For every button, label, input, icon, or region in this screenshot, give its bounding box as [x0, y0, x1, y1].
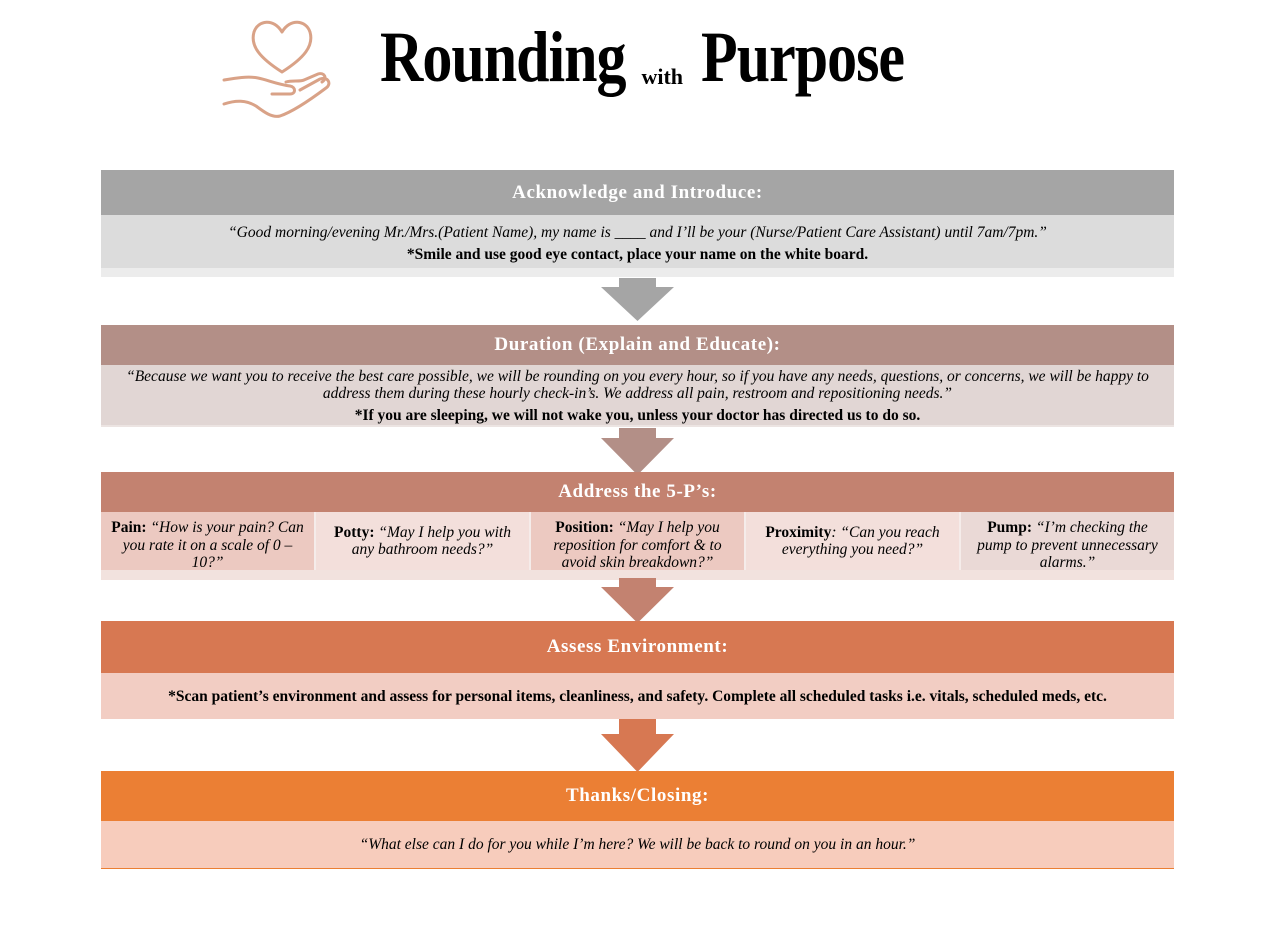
down-arrow-icon [601, 278, 674, 321]
p-item-pain: Pain: “How is your pain? Can you rate it… [101, 512, 316, 571]
section-body: “What else can I do for you while I’m he… [101, 821, 1174, 869]
section-five-ps: Address the 5-P’s: Pain: “How is your pa… [101, 472, 1174, 580]
script-quote: “Because we want you to receive the best… [126, 368, 1149, 402]
down-arrow-icon [601, 578, 674, 623]
p-text: : “Can you reach everything you need?” [781, 523, 940, 559]
p-term: Pump: [987, 519, 1032, 536]
section-body: “Because we want you to receive the best… [101, 365, 1174, 427]
p-term: Proximity [765, 523, 832, 541]
section-header: Thanks/Closing: [101, 771, 1174, 821]
title-word-rounding: Rounding [380, 17, 626, 97]
section-environment: Assess Environment: *Scan patient’s envi… [101, 621, 1174, 719]
script-quote: “What else can I do for you while I’m he… [359, 836, 916, 853]
section-duration: Duration (Explain and Educate): “Because… [101, 325, 1174, 427]
instruction-note: *If you are sleeping, we will not wake y… [354, 407, 921, 424]
p-item-pump: Pump: “I’m checking the pump to prevent … [961, 512, 1174, 571]
section-acknowledge: Acknowledge and Introduce: “Good morning… [101, 170, 1174, 277]
section-header: Address the 5-P’s: [101, 472, 1174, 512]
heart-in-hand-icon [220, 16, 335, 126]
script-quote: “Good morning/evening Mr./Mrs.(Patient N… [228, 224, 1047, 241]
section-header: Duration (Explain and Educate): [101, 325, 1174, 365]
instruction-note: *Smile and use good eye contact, place y… [406, 246, 869, 263]
down-arrow-icon [601, 719, 674, 772]
page-title: Rounding with Purpose [380, 17, 905, 110]
section-header: Assess Environment: [101, 621, 1174, 673]
p-term: Potty: [334, 523, 375, 541]
p-term: Position: [555, 519, 614, 536]
p-item-position: Position: “May I help you reposition for… [531, 512, 746, 571]
down-arrow-icon [601, 428, 674, 475]
p-text: “I’m checking the pump to prevent unnece… [977, 519, 1158, 571]
five-ps-row: Pain: “How is your pain? Can you rate it… [101, 512, 1174, 580]
instruction-note: *Scan patient’s environment and assess f… [101, 673, 1174, 719]
section-header: Acknowledge and Introduce: [101, 170, 1174, 215]
title-word-purpose: Purpose [701, 17, 905, 97]
p-text: “How is your pain? Can you rate it on a … [122, 519, 304, 571]
p-item-proximity: Proximity: “Can you reach everything you… [746, 512, 961, 570]
p-term: Pain: [111, 519, 147, 536]
section-body: “Good morning/evening Mr./Mrs.(Patient N… [101, 215, 1174, 277]
p-text: “May I help you reposition for comfort &… [553, 519, 722, 571]
section-closing: Thanks/Closing: “What else can I do for … [101, 771, 1174, 869]
title-word-with: with [641, 64, 684, 89]
p-text: “May I help you with any bathroom needs?… [351, 523, 511, 559]
p-item-potty: Potty: “May I help you with any bathroom… [316, 512, 531, 570]
